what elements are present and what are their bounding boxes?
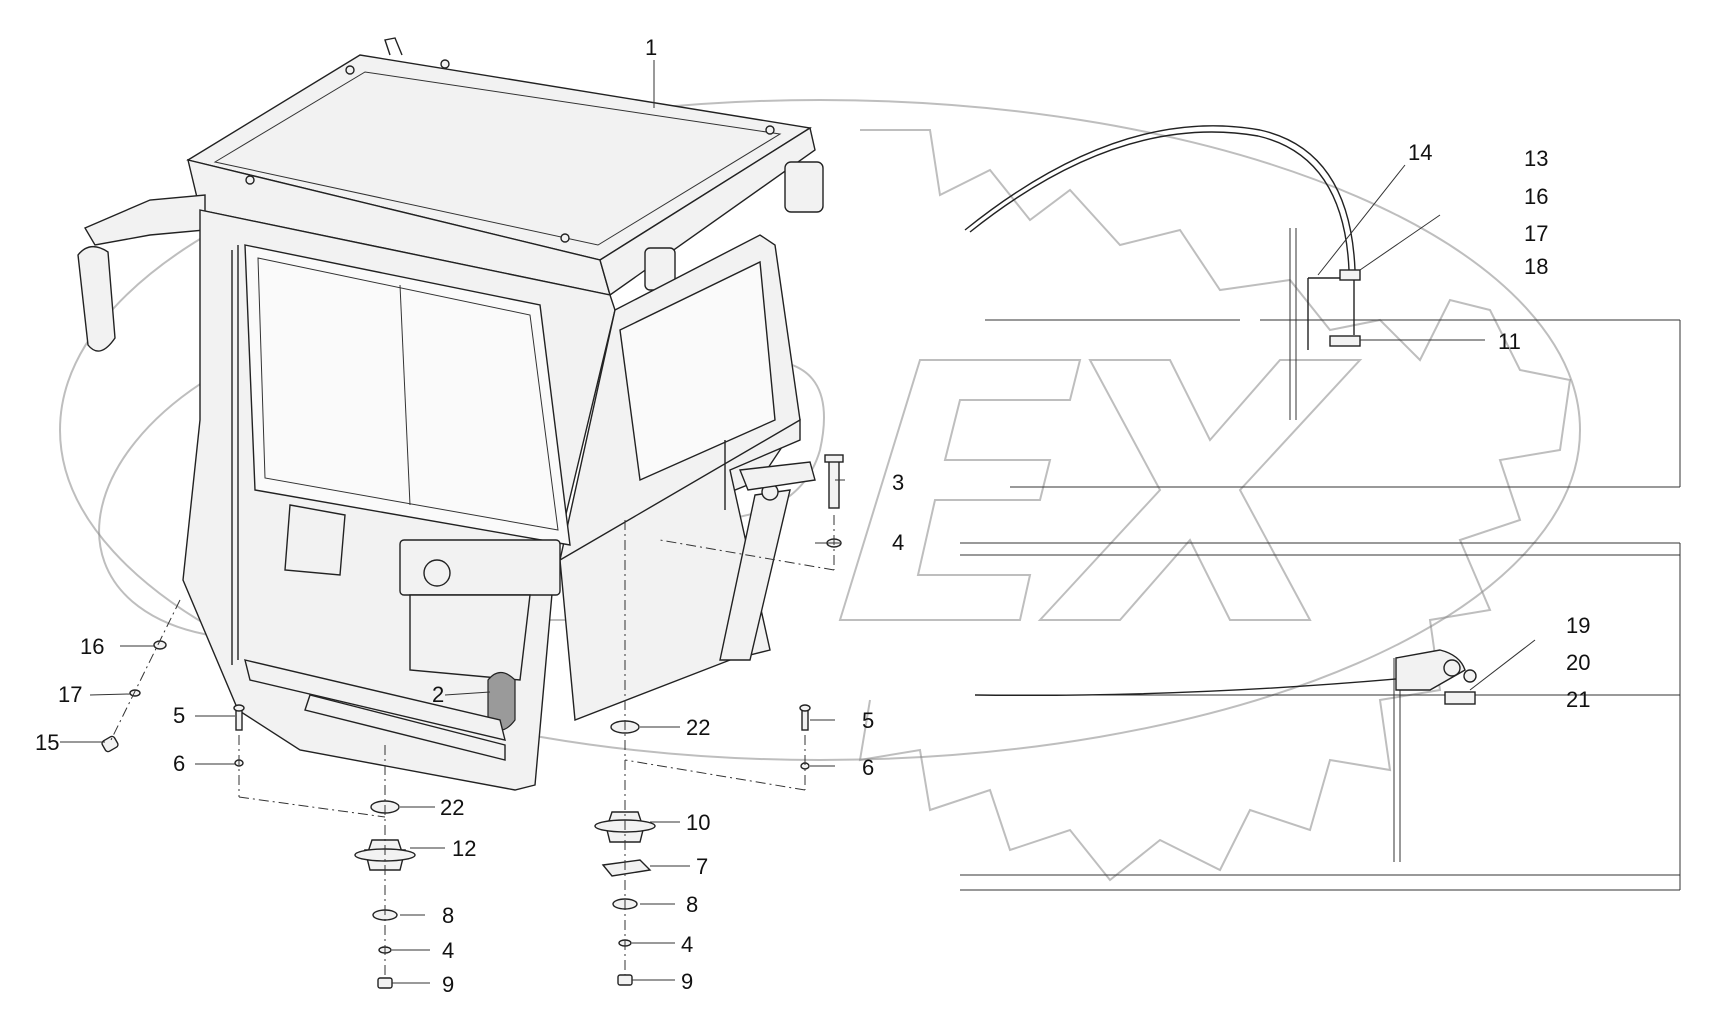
callout-9: 9 (442, 972, 454, 997)
callout-7: 7 (696, 854, 708, 879)
callout-2: 2 (432, 682, 444, 707)
callout-22: 22 (440, 795, 464, 820)
callout-3: 3 (892, 470, 904, 495)
callout-21: 21 (1566, 687, 1590, 712)
callout-18: 18 (1524, 254, 1548, 279)
callout-14: 14 (1408, 140, 1432, 165)
callout-labels: 1 2 3 4 5 6 5 6 16 17 15 22 22 12 8 4 9 … (35, 35, 1590, 997)
callout-1: 1 (645, 35, 657, 60)
callout-9: 9 (681, 969, 693, 994)
hinge-detail-bottom (974, 649, 1477, 705)
callout-16: 16 (1524, 184, 1548, 209)
callout-13: 13 (1524, 146, 1548, 171)
callout-6: 6 (173, 751, 185, 776)
callout-16: 16 (80, 634, 104, 659)
callout-17: 17 (1524, 221, 1548, 246)
callout-11: 11 (1498, 329, 1521, 354)
callout-6: 6 (862, 755, 874, 780)
cable-detail-top (964, 125, 1361, 350)
callout-4: 4 (681, 932, 693, 957)
callout-4: 4 (892, 530, 904, 555)
callout-22: 22 (686, 715, 710, 740)
detail-frame-lines (960, 228, 1681, 891)
callout-4: 4 (442, 938, 454, 963)
callout-5: 5 (862, 708, 874, 733)
callout-15: 15 (35, 730, 59, 755)
callout-5: 5 (173, 703, 185, 728)
callout-8: 8 (686, 892, 698, 917)
callout-19: 19 (1566, 613, 1590, 638)
callout-10: 10 (686, 810, 710, 835)
leader-lines (60, 60, 1536, 984)
cab-assembly (77, 37, 824, 791)
callout-20: 20 (1566, 650, 1590, 675)
callout-8: 8 (442, 903, 454, 928)
callout-17: 17 (58, 682, 82, 707)
callout-12: 12 (452, 836, 476, 861)
